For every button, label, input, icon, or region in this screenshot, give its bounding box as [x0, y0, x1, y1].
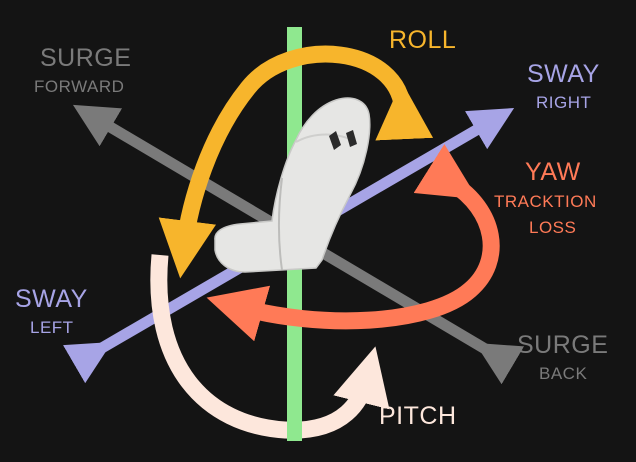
yaw-title: YAW: [525, 158, 581, 186]
yaw-rotation-arrow: [206, 144, 500, 342]
pitch-rotation-arrow: [150, 254, 390, 439]
sway-right-subtitle: RIGHT: [536, 93, 592, 112]
surge-forward-title: SURGE: [40, 44, 132, 72]
sway-left-subtitle: LEFT: [30, 318, 74, 337]
surge-back-title: SURGE: [517, 331, 609, 359]
yaw-subtitle-2: LOSS: [529, 218, 577, 237]
pitch-label: PITCH: [379, 402, 457, 430]
sway-left-title: SWAY: [15, 285, 88, 313]
surge-back-subtitle: BACK: [539, 364, 588, 383]
sway-right-title: SWAY: [527, 60, 600, 88]
seat-belt-slot-right: [346, 130, 357, 147]
yaw-subtitle-1: TRACKTION: [494, 192, 597, 211]
surge-forward-subtitle: FORWARD: [34, 77, 125, 96]
roll-label: ROLL: [389, 26, 457, 54]
roll-rotation-arrow: [158, 45, 434, 279]
